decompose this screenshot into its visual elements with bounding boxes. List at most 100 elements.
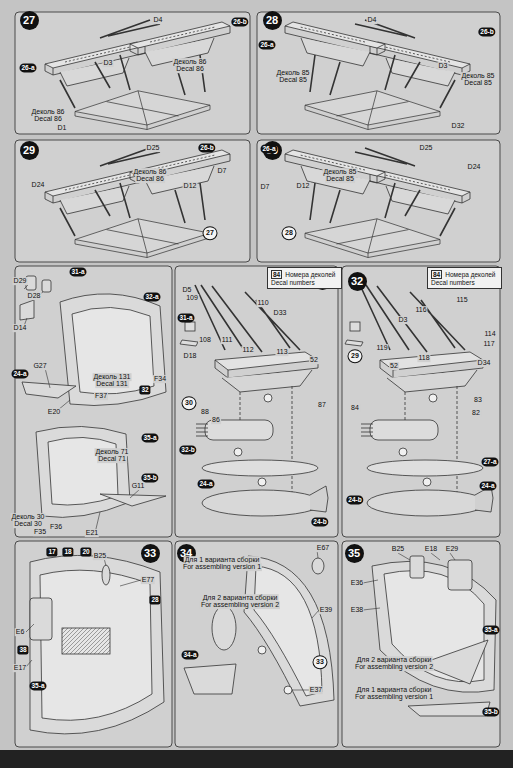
- step-number-text: 28: [266, 14, 278, 26]
- part-label: D12: [183, 182, 198, 190]
- part-label: D7: [260, 183, 271, 191]
- part-label: 113: [275, 348, 288, 356]
- callout-flag: 38: [17, 645, 28, 654]
- step-number: 29: [20, 141, 39, 160]
- callout-flag: 32: [139, 385, 150, 394]
- part-label: Decal 85: [325, 175, 355, 183]
- part-label: 110: [256, 299, 269, 307]
- part-label: 115: [455, 296, 468, 304]
- page-panel: [15, 266, 172, 537]
- page-panel: [15, 12, 500, 747]
- part-label: 108: [198, 336, 212, 344]
- canopy-frame-art: [40, 570, 152, 720]
- canopy-frame-art: [72, 307, 154, 394]
- step-number: 28: [263, 11, 282, 30]
- part-label: E39: [319, 606, 333, 614]
- part-label: For assembling version 2: [354, 663, 434, 671]
- canopy-frame-art: [102, 565, 110, 585]
- part-label: 119: [375, 344, 388, 352]
- canopy-frame-art: [372, 561, 496, 692]
- part-label: F34: [153, 375, 167, 383]
- part-label: Decal 86: [135, 175, 165, 183]
- part-label: E20: [47, 408, 61, 416]
- canopy-frame-art: [100, 494, 166, 506]
- part-label: E67: [316, 544, 330, 552]
- step-number: 33: [141, 544, 160, 563]
- page-panel: [175, 266, 338, 537]
- part-label: D25: [146, 144, 161, 152]
- step-32-art: [345, 285, 493, 516]
- page-panel: [15, 12, 250, 134]
- part-label: 84: [350, 404, 360, 412]
- canopy-frame-art: [62, 628, 110, 654]
- callout-flag: 28: [149, 595, 160, 604]
- decal-key-text: Номера деколей: [445, 271, 495, 278]
- page-panel: [175, 541, 338, 747]
- canopy-frame-art: [244, 556, 334, 706]
- step-31-art: [180, 285, 328, 516]
- decal-key-text: Decal numbers: [431, 279, 498, 286]
- page-panel: [257, 12, 500, 134]
- canopy-frame-art: [30, 555, 164, 733]
- part-label: D12: [296, 182, 311, 190]
- part-label: 114: [483, 330, 496, 338]
- canopy-frame-art: [408, 702, 490, 716]
- decal-key-text: Decal numbers: [271, 279, 338, 286]
- leader-line: [24, 285, 455, 690]
- part-label: E17: [13, 664, 27, 672]
- part-label: 82: [471, 409, 481, 417]
- step-28-art: [285, 20, 470, 130]
- callout-number: 26-a: [260, 144, 277, 153]
- part-label: B25: [391, 545, 405, 553]
- part-label: E21: [85, 529, 99, 537]
- part-label: D3: [398, 316, 409, 324]
- part-label: D34: [477, 359, 492, 367]
- callout-number: 26-b: [198, 143, 215, 152]
- step-29-art: [45, 148, 230, 258]
- part-label: 88: [200, 408, 210, 416]
- page-panel: [257, 140, 500, 262]
- canopy-frame-art: [254, 566, 322, 696]
- callout-number: 24-a: [479, 481, 496, 490]
- part-label: D1: [57, 124, 68, 132]
- part-label: 52: [309, 356, 319, 364]
- step-number-text: 27: [23, 14, 35, 26]
- part-label: D4: [153, 16, 164, 24]
- subassembly-ref: 29: [348, 349, 363, 363]
- subassembly-ref: 30: [182, 396, 197, 410]
- part-label: 117: [482, 340, 495, 348]
- part-label: 109: [185, 294, 199, 302]
- canopy-frame-art: [448, 560, 472, 590]
- page-panel: [342, 541, 500, 747]
- part-label: E18: [424, 545, 438, 553]
- subassembly-ref: 28: [282, 226, 297, 240]
- canopy-frame-art: [60, 294, 166, 406]
- callout-number: 26-a: [19, 63, 36, 72]
- canopy-frame-art: [184, 664, 236, 694]
- part-label: For assembling version 2: [200, 601, 280, 609]
- part-label: E6: [15, 628, 26, 636]
- part-label: F37: [94, 392, 108, 400]
- part-label: D7: [217, 167, 228, 175]
- part-label: D14: [13, 324, 28, 332]
- callout-number: 35-b: [482, 707, 499, 716]
- part-label: E77: [141, 576, 155, 584]
- part-label: D25: [419, 144, 434, 152]
- callout-number: 32-a: [143, 292, 160, 301]
- subassembly-ref: 27: [203, 226, 218, 240]
- step-number: 27: [20, 11, 39, 30]
- part-label: F35: [33, 528, 47, 536]
- part-label: Decal 85: [463, 79, 493, 87]
- part-label: 111: [221, 336, 234, 344]
- part-label: E36: [350, 579, 364, 587]
- page-panel: [15, 140, 250, 262]
- part-label: D3: [438, 62, 449, 70]
- decal-sample: 84: [271, 270, 282, 279]
- canopy-frame-art: [42, 280, 51, 292]
- callout-flag: 20: [80, 547, 91, 556]
- part-label: D3: [103, 59, 114, 67]
- subassembly-ref: 33: [313, 655, 328, 669]
- canopy-frame-art: [20, 276, 496, 734]
- part-label: 116: [414, 306, 427, 314]
- canopy-frame-art: [258, 646, 266, 654]
